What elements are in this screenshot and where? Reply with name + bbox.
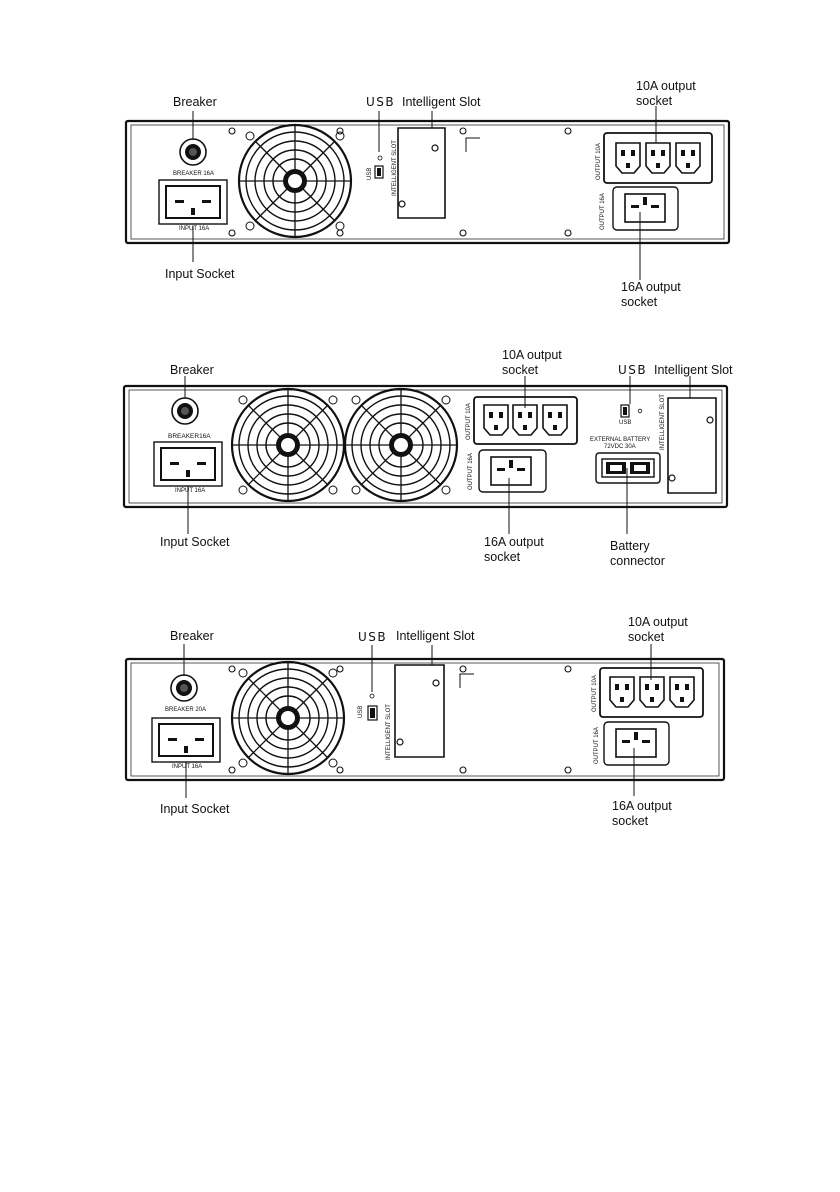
callout-intelligent-slot: Intelligent Slot (396, 629, 475, 643)
callout-10a-output-line2: socket (502, 363, 539, 377)
panel-inner (128, 389, 723, 504)
fan-icon (237, 123, 353, 239)
input-panel-label: INPUT 16A (175, 488, 205, 494)
callout-10a-output-line2: socket (636, 94, 673, 108)
callout-16a-output-line2: socket (621, 295, 658, 309)
callout-16a-output-line2: socket (484, 550, 521, 564)
output-16a-socket-icon (615, 728, 657, 758)
callout-breaker: Breaker (170, 363, 214, 377)
slot-panel-label: INTELLIGENT SLOT (392, 140, 398, 196)
diagram-1: BREAKER 16A INPUT 16A USB INTELLIGENT SL… (124, 79, 731, 309)
fan-icon (343, 387, 459, 503)
callout-usb: USB (618, 363, 647, 377)
slot-panel-label: INTELLIGENT SLOT (386, 704, 392, 760)
callout-10a-output-line1: 10A output (628, 615, 688, 629)
callout-usb: USB (366, 95, 395, 109)
callout-breaker: Breaker (170, 629, 214, 643)
callout-input-socket: Input Socket (165, 267, 235, 281)
panel-inner (130, 124, 725, 240)
callout-breaker: Breaker (173, 95, 217, 109)
output-16a-socket-icon (624, 193, 666, 223)
breaker-icon (171, 397, 199, 425)
usb-panel-label: USB (367, 168, 373, 180)
input-panel-label: INPUT 16A (179, 226, 209, 232)
callout-usb: USB (358, 630, 387, 644)
diagram-3: BREAKER 20A INPUT 16A USB INTELLIGENT SL… (124, 615, 726, 828)
input-socket-icon (151, 717, 221, 763)
panel-frame (124, 657, 726, 782)
intelligent-slot-icon (667, 397, 717, 494)
input-socket-icon (153, 441, 223, 487)
output-10a-socket-icon (645, 142, 671, 174)
output-10a-socket-icon (615, 142, 641, 174)
diagram-2: BREAKER16A INPUT 16A OUTPUT 10A OUTPUT 1… (122, 348, 733, 568)
callout-10a-output-line2: socket (628, 630, 665, 644)
output-10a-socket-icon (669, 676, 695, 708)
output-10a-socket-icon (483, 404, 509, 436)
breaker-panel-label: BREAKER 20A (165, 707, 206, 713)
input-panel-label: INPUT 16A (172, 764, 202, 770)
usb-panel-label: USB (358, 706, 364, 718)
output-10a-panel-label: OUTPUT 10A (592, 675, 598, 712)
output-10a-socket-icon (675, 142, 701, 174)
ext-battery-panel-label-2: 72VDC 30A (604, 444, 636, 450)
output-16a-panel-label: OUTPUT 16A (594, 727, 600, 764)
callout-10a-output-line1: 10A output (502, 348, 562, 362)
breaker-icon (179, 138, 207, 166)
callout-16a-output-line1: 16A output (484, 535, 544, 549)
breaker-icon (170, 674, 198, 702)
callout-battery-connector-line2: connector (610, 554, 665, 568)
callout-intelligent-slot: Intelligent Slot (402, 95, 481, 109)
intelligent-slot-icon (394, 664, 445, 758)
callout-16a-output-line1: 16A output (612, 799, 672, 813)
breaker-panel-label: BREAKER 16A (173, 171, 214, 177)
callout-input-socket: Input Socket (160, 802, 230, 816)
output-16a-socket-icon (490, 456, 532, 486)
panel-frame (124, 119, 731, 245)
output-16a-panel-label: OUTPUT 16A (468, 453, 474, 490)
callout-intelligent-slot: Intelligent Slot (654, 363, 733, 377)
slot-panel-label: INTELLIGENT SLOT (660, 394, 666, 450)
output-10a-socket-icon (512, 404, 538, 436)
panel-frame (122, 384, 729, 509)
input-socket-icon (158, 179, 228, 225)
output-10a-socket-icon (542, 404, 568, 436)
fan-icon (230, 387, 346, 503)
output-10a-socket-icon (639, 676, 665, 708)
panel-inner (130, 662, 720, 777)
output-10a-panel-label: OUTPUT 10A (596, 143, 602, 180)
output-10a-socket-icon (609, 676, 635, 708)
callout-16a-output-line1: 16A output (621, 280, 681, 294)
output-16a-panel-label: OUTPUT 16A (600, 193, 606, 230)
callout-battery-connector-line1: Battery (610, 539, 650, 553)
callout-input-socket: Input Socket (160, 535, 230, 549)
callout-10a-output-line1: 10A output (636, 79, 696, 93)
ext-battery-panel-label-1: EXTERNAL BATTERY (590, 437, 650, 443)
usb-panel-label: USB (619, 420, 631, 426)
breaker-panel-label: BREAKER16A (168, 433, 211, 440)
fan-icon (230, 660, 346, 776)
callout-16a-output-line2: socket (612, 814, 649, 828)
output-10a-panel-label: OUTPUT 10A (466, 403, 472, 440)
